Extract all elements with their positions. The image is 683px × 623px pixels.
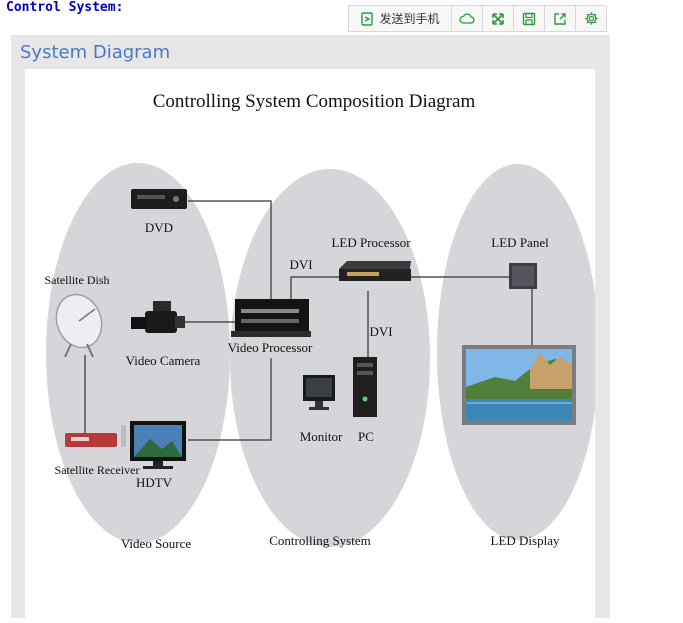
cloud-button[interactable] [452,6,483,31]
video-camera-label: Video Camera [126,353,201,368]
dvi-vertical-label: DVI [369,324,392,339]
led-display-label: LED Display [491,533,560,548]
cloud-icon [459,12,475,25]
hdtv-label: HDTV [136,475,173,490]
pc-label: PC [358,429,374,444]
processor-to-led-processor-line [290,276,340,301]
system-diagram-panel: System Diagram Controlling System Compos… [11,35,610,618]
video-camera-icon [131,301,185,333]
composition-diagram: Controlling System Composition Diagram D… [45,91,599,551]
send-to-phone-label: 发送到手机 [379,12,440,26]
led-panel-label: LED Panel [491,235,549,250]
dvi-top-label: DVI [289,257,312,272]
share-toolbar: 发送到手机 [348,5,607,32]
led-panel-icon [509,263,537,289]
pc-tower-icon [353,357,377,417]
satellite-receiver-icon [65,425,126,447]
expand-icon [491,12,505,26]
gear-icon [584,11,599,26]
save-icon [522,12,536,26]
send-to-phone-button[interactable]: 发送到手机 [349,6,452,31]
led-processor-icon [339,261,411,281]
expand-button[interactable] [483,6,514,31]
satellite-dish-icon [55,293,103,358]
led-display-screen-icon [462,345,576,425]
monitor-label: Monitor [300,429,343,444]
settings-button[interactable] [576,6,606,31]
controlling-system-ellipse [230,169,430,547]
connection-lines [84,200,533,441]
hdtv-icon [130,421,186,469]
share-button[interactable] [545,6,576,31]
satellite-receiver-label: Satellite Receiver [55,463,140,477]
dvd-player-icon [131,189,187,209]
controlling-system-label: Controlling System [269,533,370,548]
led-processor-label: LED Processor [331,235,411,250]
share-icon [553,12,567,26]
video-processor-label: Video Processor [228,340,313,355]
video-processor-icon [231,299,311,337]
dvd-to-processor-line [188,200,272,301]
diagram-title: Controlling System Composition Diagram [153,91,476,112]
diagram-figure: Controlling System Composition Diagram D… [25,69,599,618]
satellite-dish-label: Satellite Dish [45,273,110,287]
panel-title: System Diagram [20,42,171,63]
send-to-phone-icon [360,11,374,26]
hdtv-to-processor-line [188,358,272,441]
monitor-icon [303,375,335,410]
video-source-label: Video Source [121,536,192,551]
save-button[interactable] [514,6,545,31]
dvd-label: DVD [145,220,173,235]
page-heading: Control System: [6,0,124,15]
